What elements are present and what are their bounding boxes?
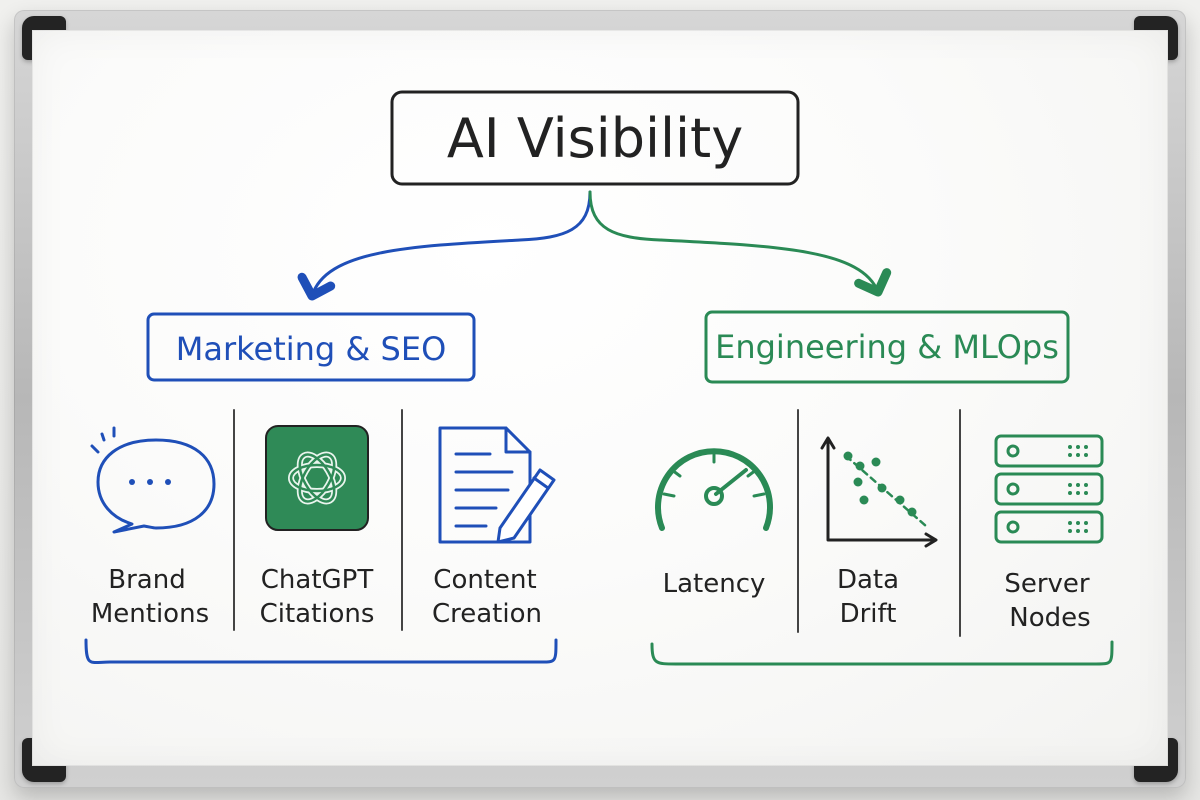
item-label: Content xyxy=(433,565,536,595)
item-label: Citations xyxy=(260,599,375,629)
chat-bubble-icon xyxy=(90,426,216,534)
marketing-bracket xyxy=(84,638,558,664)
column-dividers xyxy=(233,409,961,637)
scatter-plot-icon xyxy=(820,436,938,548)
title-node: AI Visibility xyxy=(390,90,800,186)
item-label: Drift xyxy=(840,599,897,629)
item-label: Nodes xyxy=(1009,603,1090,633)
item-label: Server xyxy=(1004,569,1090,599)
title-text: AI Visibility xyxy=(447,107,743,170)
engineering-branch-label: Engineering & MLOps xyxy=(715,328,1059,366)
marketing-branch-label: Marketing & SEO xyxy=(176,330,447,368)
item-label: Data xyxy=(837,565,899,595)
speedometer-icon xyxy=(655,448,773,531)
marketing-branch-node: Marketing & SEO xyxy=(146,312,476,382)
chatgpt-logo-icon xyxy=(265,425,369,531)
item-label: Latency xyxy=(663,569,766,599)
branch-arrows xyxy=(297,190,892,301)
engineering-bracket xyxy=(650,640,1114,666)
item-label: ChatGPT xyxy=(261,565,374,595)
document-pencil-icon xyxy=(438,426,556,544)
item-label: Mentions xyxy=(91,599,209,629)
whiteboard-surface xyxy=(32,30,1168,766)
arrow-to-marketing xyxy=(297,190,592,301)
engineering-branch-node: Engineering & MLOps xyxy=(704,310,1070,384)
server-stack-icon xyxy=(994,434,1104,544)
item-label: Creation xyxy=(432,599,542,629)
item-label: Brand xyxy=(108,565,185,595)
arrow-to-engineering xyxy=(588,190,892,297)
